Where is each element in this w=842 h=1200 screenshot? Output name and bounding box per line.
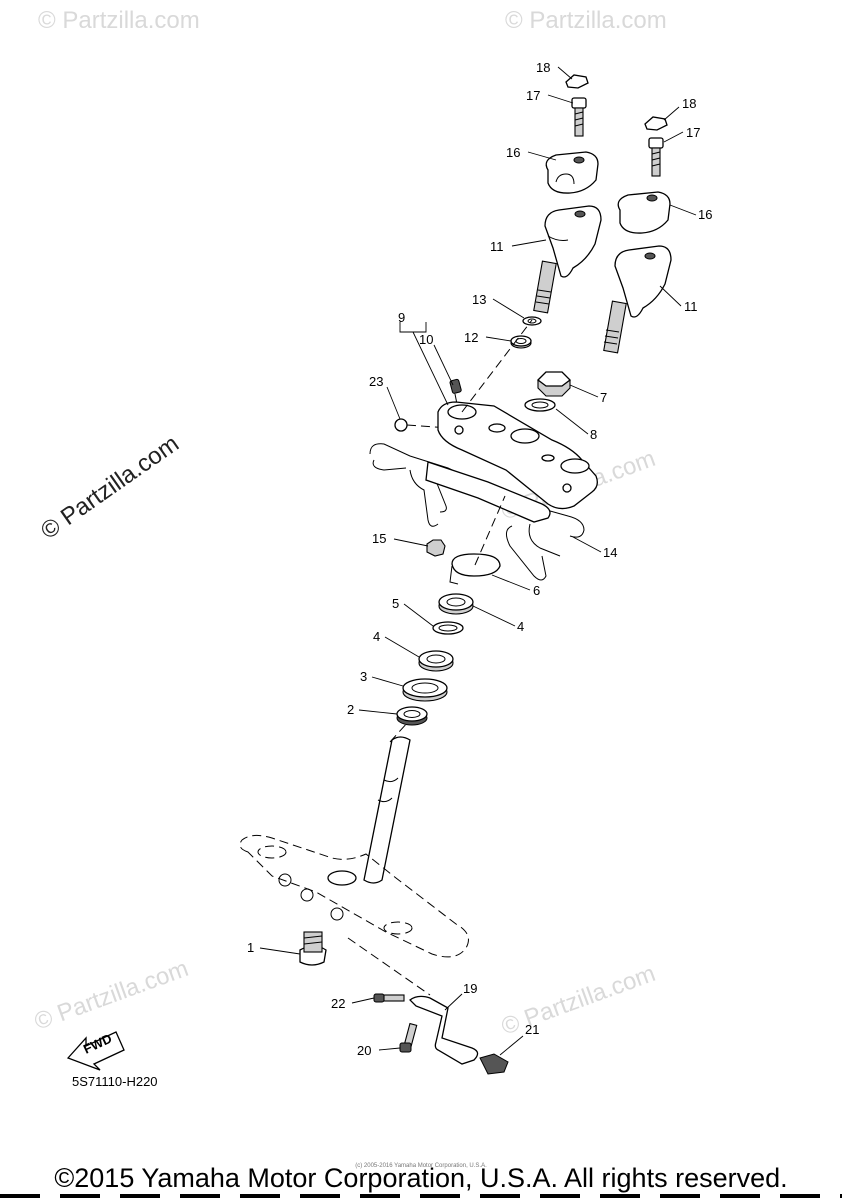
callout-8: 8 [590,427,597,442]
part-4-ring-nut-lower [418,650,454,672]
callout-9: 9 [398,310,405,325]
part-7-nut [537,371,571,397]
part-18-cap-right [644,116,668,131]
steering-stem [363,721,411,884]
part-1-stopper [299,931,327,966]
part-22-bolt [373,993,405,1003]
part-6-plate [449,495,506,585]
callout-21: 21 [525,1022,539,1037]
callout-5: 5 [392,596,399,611]
callout-15: 15 [372,531,386,546]
part-8-washer [524,398,556,412]
part-17-bolt-left [571,97,587,137]
part-3-bearing-cover [402,678,448,702]
part-5-washer [432,621,464,635]
callout-7: 7 [600,390,607,405]
callout-19: 19 [463,981,477,996]
callout-18: 18 [682,96,696,111]
callout-6: 6 [533,583,540,598]
part-9-upper-bracket [437,319,598,510]
watermark-tile: © Partzilla.com [38,7,200,34]
callout-17: 17 [526,88,540,103]
part-15-nut [426,539,446,557]
leader-lines [259,66,697,1056]
callout-11: 11 [490,239,504,254]
callout-14: 14 [603,545,617,560]
callout-18: 18 [536,60,550,75]
callout-4: 4 [373,629,380,644]
part-13-washer [522,316,542,326]
part-20-bolt [399,1022,418,1053]
callout-17: 17 [686,125,700,140]
watermark-tile: © Partzilla.com [498,960,659,1041]
fwd-arrow-icon: FWD [66,1031,125,1071]
part-21-clip [479,1053,509,1075]
watermark-tile: © Partzilla.com [505,7,667,34]
part-11-riser-left [533,205,602,314]
callout-10: 10 [419,332,433,347]
callout-3: 3 [360,669,367,684]
small-copyright: (c) 2005-2016 Yamaha Motor Corporation, … [355,1163,487,1169]
part-16-upper-holder-left [545,151,599,194]
watermark-tile: © Partzilla.com [31,955,192,1036]
callout-11: 11 [684,299,698,314]
part-10-bolt [449,378,462,405]
callout-23: 23 [369,374,383,389]
part-2-bearing [396,706,428,726]
callout-16: 16 [506,145,520,160]
lower-bracket-dashed [239,834,469,996]
watermark-main: © Partzilla.com [36,430,184,545]
callout-22: 22 [331,996,345,1011]
callout-12: 12 [464,330,478,345]
callout-labels: 18 17 16 11 13 12 9 10 23 7 8 18 17 16 1… [247,60,712,1058]
part-19-bracket [409,995,479,1065]
part-16-upper-holder-right [617,191,671,234]
callout-4: 4 [517,619,524,634]
copyright-notice: ©2015 Yamaha Motor Corporation, U.S.A. A… [54,1163,788,1193]
part-12-bushing [510,335,532,349]
part-4-ring-nut-upper [438,593,474,615]
part-17-bolt-right [648,137,664,177]
callout-2: 2 [347,702,354,717]
part-11-riser-right [603,245,672,354]
callout-13: 13 [472,292,486,307]
callout-16: 16 [698,207,712,222]
callout-1: 1 [247,940,254,955]
part-14-wire-bracket [369,443,585,581]
callout-20: 20 [357,1043,371,1058]
diagram-code: 5S71110-H220 [72,1074,158,1089]
